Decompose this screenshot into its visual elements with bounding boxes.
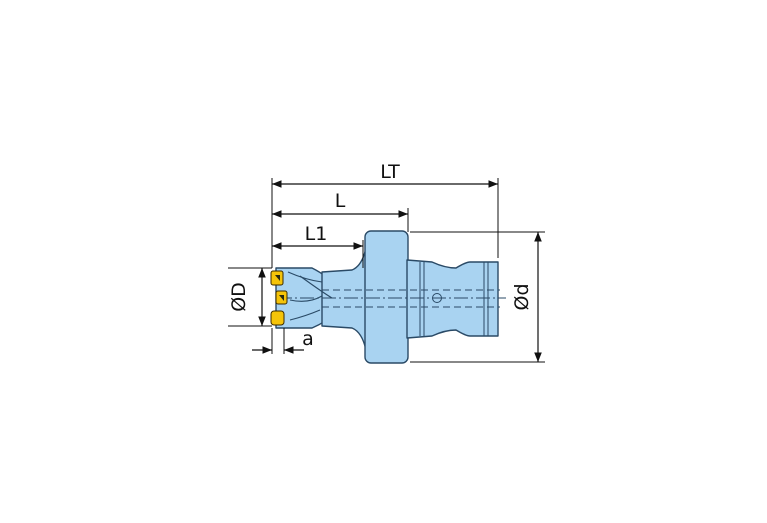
tool-neck [321,247,367,351]
label-a: a [302,328,314,350]
cutter-flutes [287,271,333,321]
shank-details [419,262,489,336]
label-d-cutting: ØD [228,282,250,312]
shank [406,259,499,339]
dimension-lines [252,180,542,362]
inserts [270,270,288,326]
tool-body [275,230,499,364]
insert-bottom [270,310,285,326]
insert-top [270,270,284,286]
label-l: L [335,190,346,212]
label-l1: L1 [305,223,328,245]
label-d-flange: Ød [511,283,533,310]
flange [364,230,409,364]
coolant-bore [322,289,500,308]
label-lt: LT [380,161,400,183]
